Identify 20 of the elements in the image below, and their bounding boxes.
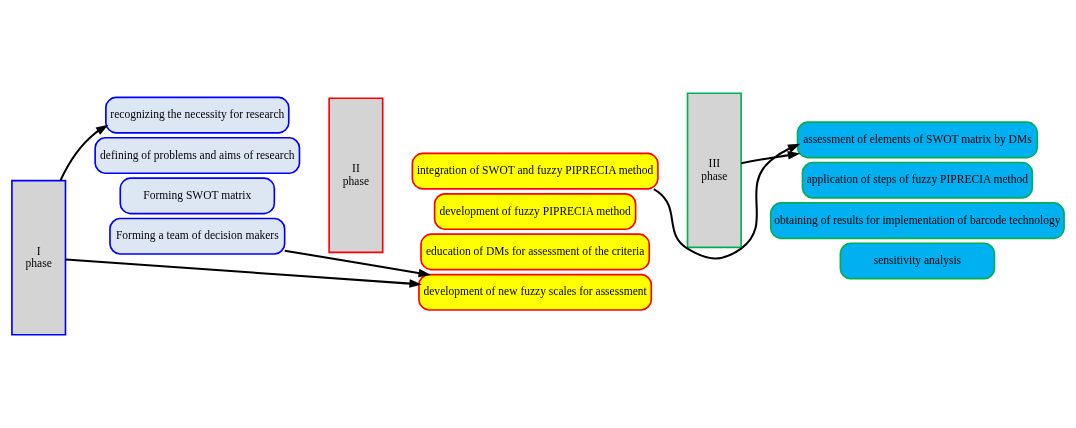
node-box: application of steps of fuzzy PIPRECIA method (801, 161, 1034, 199)
node-box: development of new fuzzy scales for assessment (418, 273, 653, 311)
node-box: development of fuzzy PIPRECIA method (433, 193, 637, 231)
arrow (284, 249, 431, 278)
node-box: Forming SWOT matrix (119, 177, 276, 215)
arrow (740, 151, 801, 165)
arrow (653, 143, 801, 260)
arrow (59, 124, 109, 182)
node-box: III phase (686, 92, 742, 249)
node-box: assessment of elements of SWOT matrix by DMs (796, 121, 1039, 159)
node-box: Forming a team of decision makers (109, 217, 286, 255)
node-box: recognizing the necessity for research (105, 96, 290, 134)
node-box: defining of problems and aims of research (94, 136, 301, 175)
node-box: obtaining of results for implementation of barcode technology (769, 202, 1065, 240)
node-box: education of DMs for assessment of the criteria (420, 233, 651, 271)
node-box: integration of SWOT and fuzzy PIPRECIA method (411, 152, 659, 190)
node-box: II phase (328, 97, 384, 254)
node-box: I phase (11, 179, 67, 336)
arrow (65, 258, 422, 288)
node-box: sensitivity analysis (839, 242, 996, 280)
